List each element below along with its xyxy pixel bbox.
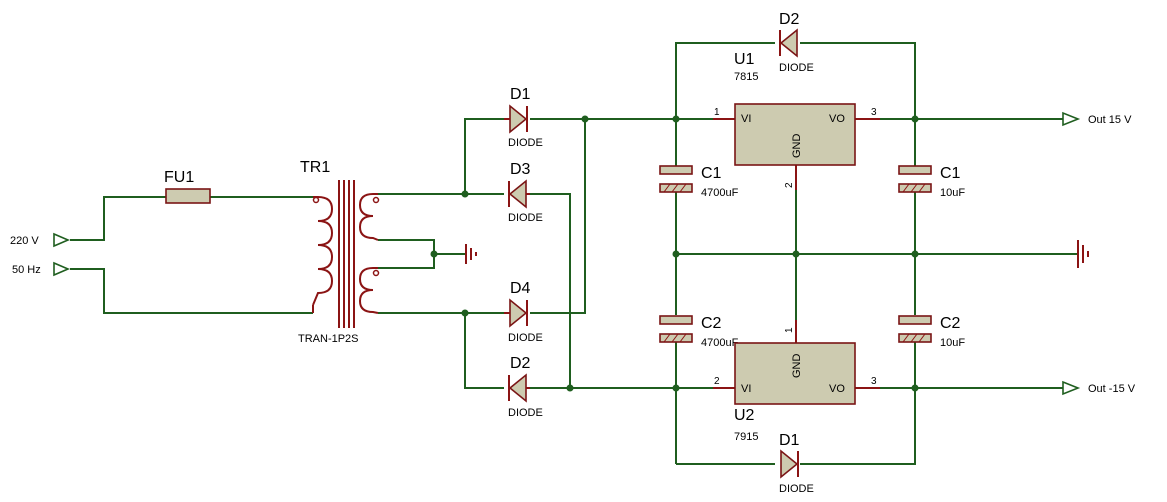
output-terminal-positive: Out 15 V xyxy=(1062,111,1132,127)
svg-text:D3: D3 xyxy=(510,161,531,178)
svg-text:2: 2 xyxy=(784,182,795,188)
ground-symbol xyxy=(1077,240,1089,268)
svg-text:VI: VI xyxy=(741,113,751,125)
junction-dot xyxy=(581,115,589,123)
svg-text:1: 1 xyxy=(784,327,795,333)
diode-d2-top: D2 DIODE xyxy=(779,11,814,74)
diode-d3: D3 DIODE xyxy=(508,161,543,224)
svg-text:DIODE: DIODE xyxy=(508,407,543,419)
svg-text:4700uF: 4700uF xyxy=(701,187,739,199)
svg-text:VI: VI xyxy=(741,383,751,395)
svg-text:10uF: 10uF xyxy=(940,337,965,349)
svg-text:DIODE: DIODE xyxy=(779,62,814,74)
fuse-fu1: FU1 xyxy=(164,169,211,204)
svg-text:10uF: 10uF xyxy=(940,187,965,199)
svg-text:GND: GND xyxy=(791,134,803,159)
svg-text:50 Hz: 50 Hz xyxy=(12,264,41,276)
junction-dots xyxy=(430,115,919,392)
junction-dot xyxy=(461,190,469,198)
svg-text:DIODE: DIODE xyxy=(508,212,543,224)
svg-text:Out 15 V: Out 15 V xyxy=(1088,114,1132,126)
svg-text:220 V: 220 V xyxy=(10,235,39,247)
svg-text:D1: D1 xyxy=(510,86,531,103)
svg-text:VO: VO xyxy=(829,113,845,125)
svg-text:C2: C2 xyxy=(701,315,722,332)
svg-text:3: 3 xyxy=(871,107,877,118)
svg-text:Out -15 V: Out -15 V xyxy=(1088,383,1136,395)
svg-text:VO: VO xyxy=(829,383,845,395)
svg-text:7815: 7815 xyxy=(734,71,758,83)
junction-dot xyxy=(911,250,919,258)
junction-dot xyxy=(911,384,919,392)
diode-d1: D1 DIODE xyxy=(504,86,543,149)
junction-dot xyxy=(911,115,919,123)
capacitor-c2-output: C2 10uF xyxy=(898,315,965,349)
svg-text:GND: GND xyxy=(791,354,803,379)
svg-text:2: 2 xyxy=(714,376,720,387)
svg-text:3: 3 xyxy=(871,376,877,387)
junction-dot xyxy=(430,250,438,258)
svg-text:TR1: TR1 xyxy=(300,159,330,176)
svg-text:4700uF: 4700uF xyxy=(701,337,739,349)
output-terminal-negative: Out -15 V xyxy=(1062,380,1136,396)
diode-d4: D4 DIODE xyxy=(504,280,543,344)
svg-text:C1: C1 xyxy=(940,165,961,182)
svg-text:C2: C2 xyxy=(940,315,961,332)
capacitor-c1-output: C1 10uF xyxy=(898,165,965,199)
svg-text:DIODE: DIODE xyxy=(508,137,543,149)
svg-text:TRAN-1P2S: TRAN-1P2S xyxy=(298,333,359,345)
diode-d2: D2 DIODE xyxy=(508,355,543,419)
input-terminal-frequency: 50 Hz xyxy=(12,261,71,277)
svg-text:DIODE: DIODE xyxy=(508,332,543,344)
svg-text:1: 1 xyxy=(714,107,720,118)
svg-text:D1: D1 xyxy=(779,432,800,449)
capacitor-c1-input: C1 4700uF xyxy=(659,165,739,199)
svg-text:D2: D2 xyxy=(779,11,800,28)
capacitor-c2-input: C2 4700uF xyxy=(659,315,739,349)
junction-dot xyxy=(792,250,800,258)
svg-text:D2: D2 xyxy=(510,355,531,372)
junction-dot xyxy=(672,250,680,258)
regulator-u1: VI VO GND 1 3 2 U1 7815 xyxy=(713,51,880,190)
wires xyxy=(70,42,1078,465)
junction-dot xyxy=(672,384,680,392)
svg-text:DIODE: DIODE xyxy=(779,483,814,495)
transformer-tr1: TR1 TRAN-1P2S xyxy=(298,159,380,345)
regulator-u2: VI VO GND 2 3 1 U2 7915 xyxy=(713,320,880,443)
svg-text:C1: C1 xyxy=(701,165,722,182)
svg-text:U2: U2 xyxy=(734,407,755,424)
diode-d1-bottom: D1 DIODE xyxy=(779,432,814,495)
junction-dot xyxy=(672,115,680,123)
svg-text:D4: D4 xyxy=(510,280,531,297)
svg-text:FU1: FU1 xyxy=(164,169,194,186)
svg-text:U1: U1 xyxy=(734,51,755,68)
junction-dot xyxy=(461,309,469,317)
input-terminal-voltage: 220 V xyxy=(10,232,71,248)
ground-symbol xyxy=(465,244,477,264)
svg-text:7915: 7915 xyxy=(734,431,758,443)
junction-dot xyxy=(566,384,574,392)
